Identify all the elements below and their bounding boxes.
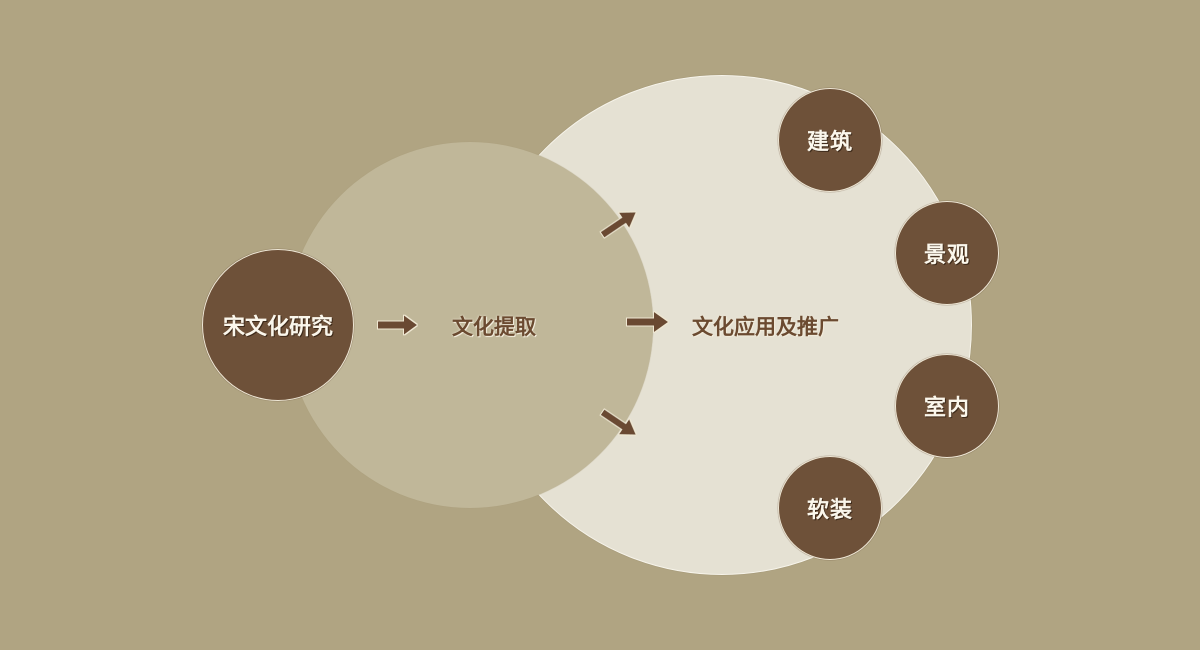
node-label: 景观 xyxy=(923,242,970,268)
application-label: 文化应用及推广 xyxy=(692,314,839,339)
application-node-interior: 室内 xyxy=(895,354,999,458)
source-label: 宋文化研究 xyxy=(222,314,333,340)
application-node-landscape: 景观 xyxy=(895,201,999,305)
source-circle: 宋文化研究 xyxy=(202,249,354,401)
node-label: 软装 xyxy=(806,497,853,523)
application-node-soft-furnishing: 软装 xyxy=(778,456,882,560)
node-label: 室内 xyxy=(923,395,970,421)
node-label: 建筑 xyxy=(806,129,853,155)
extraction-label: 文化提取 xyxy=(452,314,536,339)
application-node-architecture: 建筑 xyxy=(778,88,882,192)
